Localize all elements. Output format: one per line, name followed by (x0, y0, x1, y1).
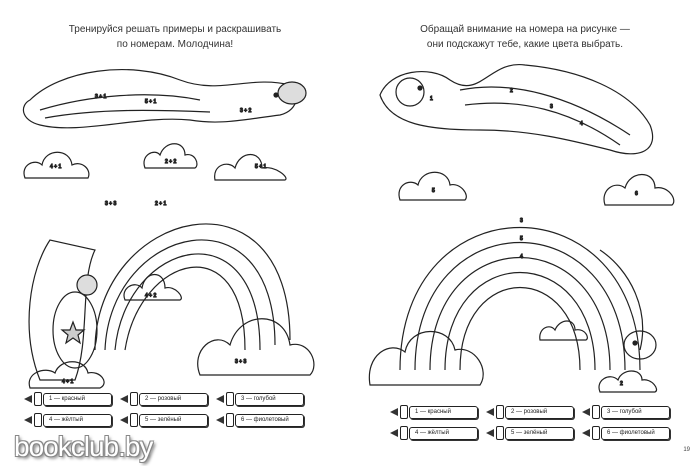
marker-cap-icon (226, 392, 234, 406)
number-label: 2 (620, 381, 623, 387)
marker-label: 2 — розовый (139, 392, 208, 406)
upside-down-unicorn (599, 249, 657, 360)
expression-label: 4 + 1 (62, 379, 73, 385)
number-label: 3 (550, 104, 553, 110)
marker-tip-icon (390, 429, 398, 437)
marker-cap-icon (592, 426, 600, 440)
number-label: 1 (430, 96, 433, 102)
expression-label: 3 + 3 (235, 359, 246, 365)
marker-label: 5 — зелёный (505, 426, 574, 440)
marker-cap-icon (130, 413, 138, 427)
marker-tip-icon (24, 395, 32, 403)
marker-cap-icon (34, 413, 42, 427)
flying-unicorn (379, 64, 654, 155)
right-instructions: Обращай внимание на номера на рисунке — … (350, 22, 700, 52)
clouds (23, 143, 315, 389)
expression-label: 3 + 2 (240, 108, 251, 114)
marker-label: 6 — фиолетовый (235, 413, 304, 427)
marker-label: 1 — красный (43, 392, 112, 406)
marker-3: 3 — голубой (216, 392, 312, 406)
marker-cap-icon (226, 413, 234, 427)
flying-unicorn (22, 69, 307, 129)
marker-6: 6 — фиолетовый (216, 413, 312, 427)
marker-cap-icon (400, 426, 408, 440)
marker-5: 5 — зелёный (486, 426, 582, 440)
number-label: 2 (510, 88, 513, 94)
expression-label: 3 + 1 (95, 94, 106, 100)
marker-cap-icon (130, 392, 138, 406)
number-label: 5 (432, 188, 435, 194)
page-number: 19 (683, 447, 690, 453)
marker-tip-icon (486, 429, 494, 437)
left-page: Тренируйся решать примеры и раскрашивать… (0, 22, 350, 427)
left-instructions: Тренируйся решать примеры и раскрашивать… (0, 22, 350, 52)
marker-1: 1 — красный (390, 405, 486, 419)
marker-cap-icon (496, 426, 504, 440)
instruction-line: они подскажут тебе, какие цвета выбрать. (426, 39, 624, 50)
expression-label: 5 + 1 (145, 99, 156, 105)
marker-tip-icon (390, 408, 398, 416)
expression-label: 3 + 3 (105, 201, 116, 207)
marker-tip-icon (24, 416, 32, 424)
number-label: 3 (520, 218, 523, 224)
marker-tip-icon (486, 408, 494, 416)
marker-tip-icon (120, 416, 128, 424)
marker-label: 2 — розовый (505, 405, 574, 419)
marker-4: 4 — жёлтый (390, 426, 486, 440)
marker-2: 2 — розовый (120, 392, 216, 406)
marker-cap-icon (400, 405, 408, 419)
right-page: Обращай внимание на номера на рисунке — … (350, 0, 700, 466)
color-legend: 1 — красный 2 — розовый 3 — голубой 4 — … (390, 405, 678, 440)
expression-labels: 3 + 1 5 + 1 3 + 2 4 + 1 2 + 2 5 + 1 3 + … (49, 93, 267, 385)
expression-label: 4 + 2 (145, 293, 156, 299)
number-label: 4 (580, 121, 583, 127)
marker-cap-icon (592, 405, 600, 419)
clouds (368, 171, 675, 393)
color-legend: 1 — красный 2 — розовый 3 — голубой 4 — … (24, 392, 312, 427)
marker-label: 6 — фиолетовый (601, 426, 670, 440)
standing-unicorn (28, 239, 98, 381)
expression-label: 2 + 1 (155, 201, 166, 207)
marker-label: 5 — зелёный (139, 413, 208, 427)
unicorn-rainbow-illustration: 3 + 1 5 + 1 3 + 2 4 + 1 2 + 2 5 + 1 3 + … (22, 69, 315, 389)
expression-label: 2 + 2 (165, 159, 176, 165)
marker-2: 2 — розовый (486, 405, 582, 419)
marker-cap-icon (34, 392, 42, 406)
marker-label: 3 — голубой (235, 392, 304, 406)
marker-4: 4 — жёлтый (24, 413, 120, 427)
marker-1: 1 — красный (24, 392, 120, 406)
marker-tip-icon (582, 408, 590, 416)
marker-6: 6 — фиолетовый (582, 426, 678, 440)
number-label: 5 (520, 236, 523, 242)
marker-label: 4 — жёлтый (409, 426, 478, 440)
marker-label: 1 — красный (409, 405, 478, 419)
marker-label: 3 — голубой (601, 405, 670, 419)
marker-cap-icon (496, 405, 504, 419)
marker-tip-icon (216, 416, 224, 424)
expression-label: 4 + 1 (50, 164, 61, 170)
marker-3: 3 — голубой (582, 405, 678, 419)
marker-tip-icon (120, 395, 128, 403)
rainbow (94, 223, 291, 351)
marker-tip-icon (582, 429, 590, 437)
marker-label: 4 — жёлтый (43, 413, 112, 427)
number-labels: 1 2 3 4 5 6 3 5 4 2 (429, 87, 638, 387)
instruction-line: Обращай внимание на номера на рисунке — (420, 24, 630, 35)
instruction-line: по номерам. Молодчина! (116, 39, 234, 50)
marker-5: 5 — зелёный (120, 413, 216, 427)
instruction-line: Тренируйся решать примеры и раскрашивать (68, 24, 282, 35)
expression-label: 5 + 1 (255, 164, 266, 170)
rainbow (399, 227, 641, 371)
watermark: bookclub.by (14, 431, 153, 462)
marker-tip-icon (216, 395, 224, 403)
number-label: 6 (635, 191, 638, 197)
number-label: 4 (520, 254, 523, 260)
unicorn-rainbow-illustration: 1 2 3 4 5 6 3 5 4 2 (368, 64, 675, 393)
